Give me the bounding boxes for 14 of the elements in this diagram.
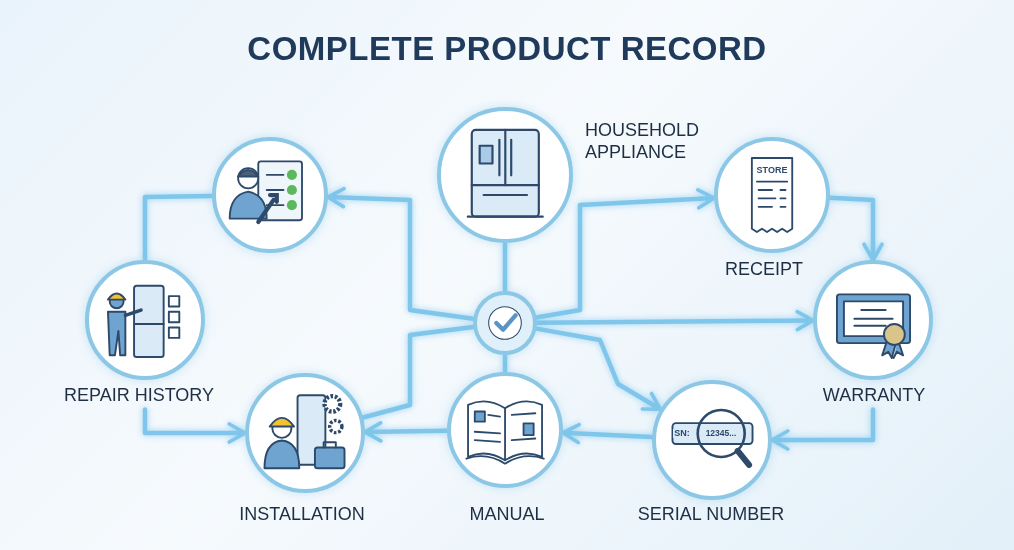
node-label: RECEIPT <box>725 259 803 281</box>
arrow <box>534 326 663 412</box>
receipt-header: STORE <box>755 165 789 175</box>
serial-text: 12345... <box>704 428 738 438</box>
node-label: WARRANTY <box>822 385 926 407</box>
connector-line <box>360 324 476 420</box>
node-label: INSTALLATION <box>239 504 365 526</box>
diagram-title: COMPLETE PRODUCT RECORD <box>246 30 768 68</box>
serial-text: SN: <box>673 428 691 438</box>
node-label: SERIAL NUMBER <box>637 504 785 526</box>
node-label: HOUSEHOLD APPLIANCE <box>585 120 701 164</box>
node-label: MANUAL <box>469 504 545 526</box>
node-label: REPAIR HISTORY <box>63 385 214 407</box>
connector-line <box>502 240 508 294</box>
